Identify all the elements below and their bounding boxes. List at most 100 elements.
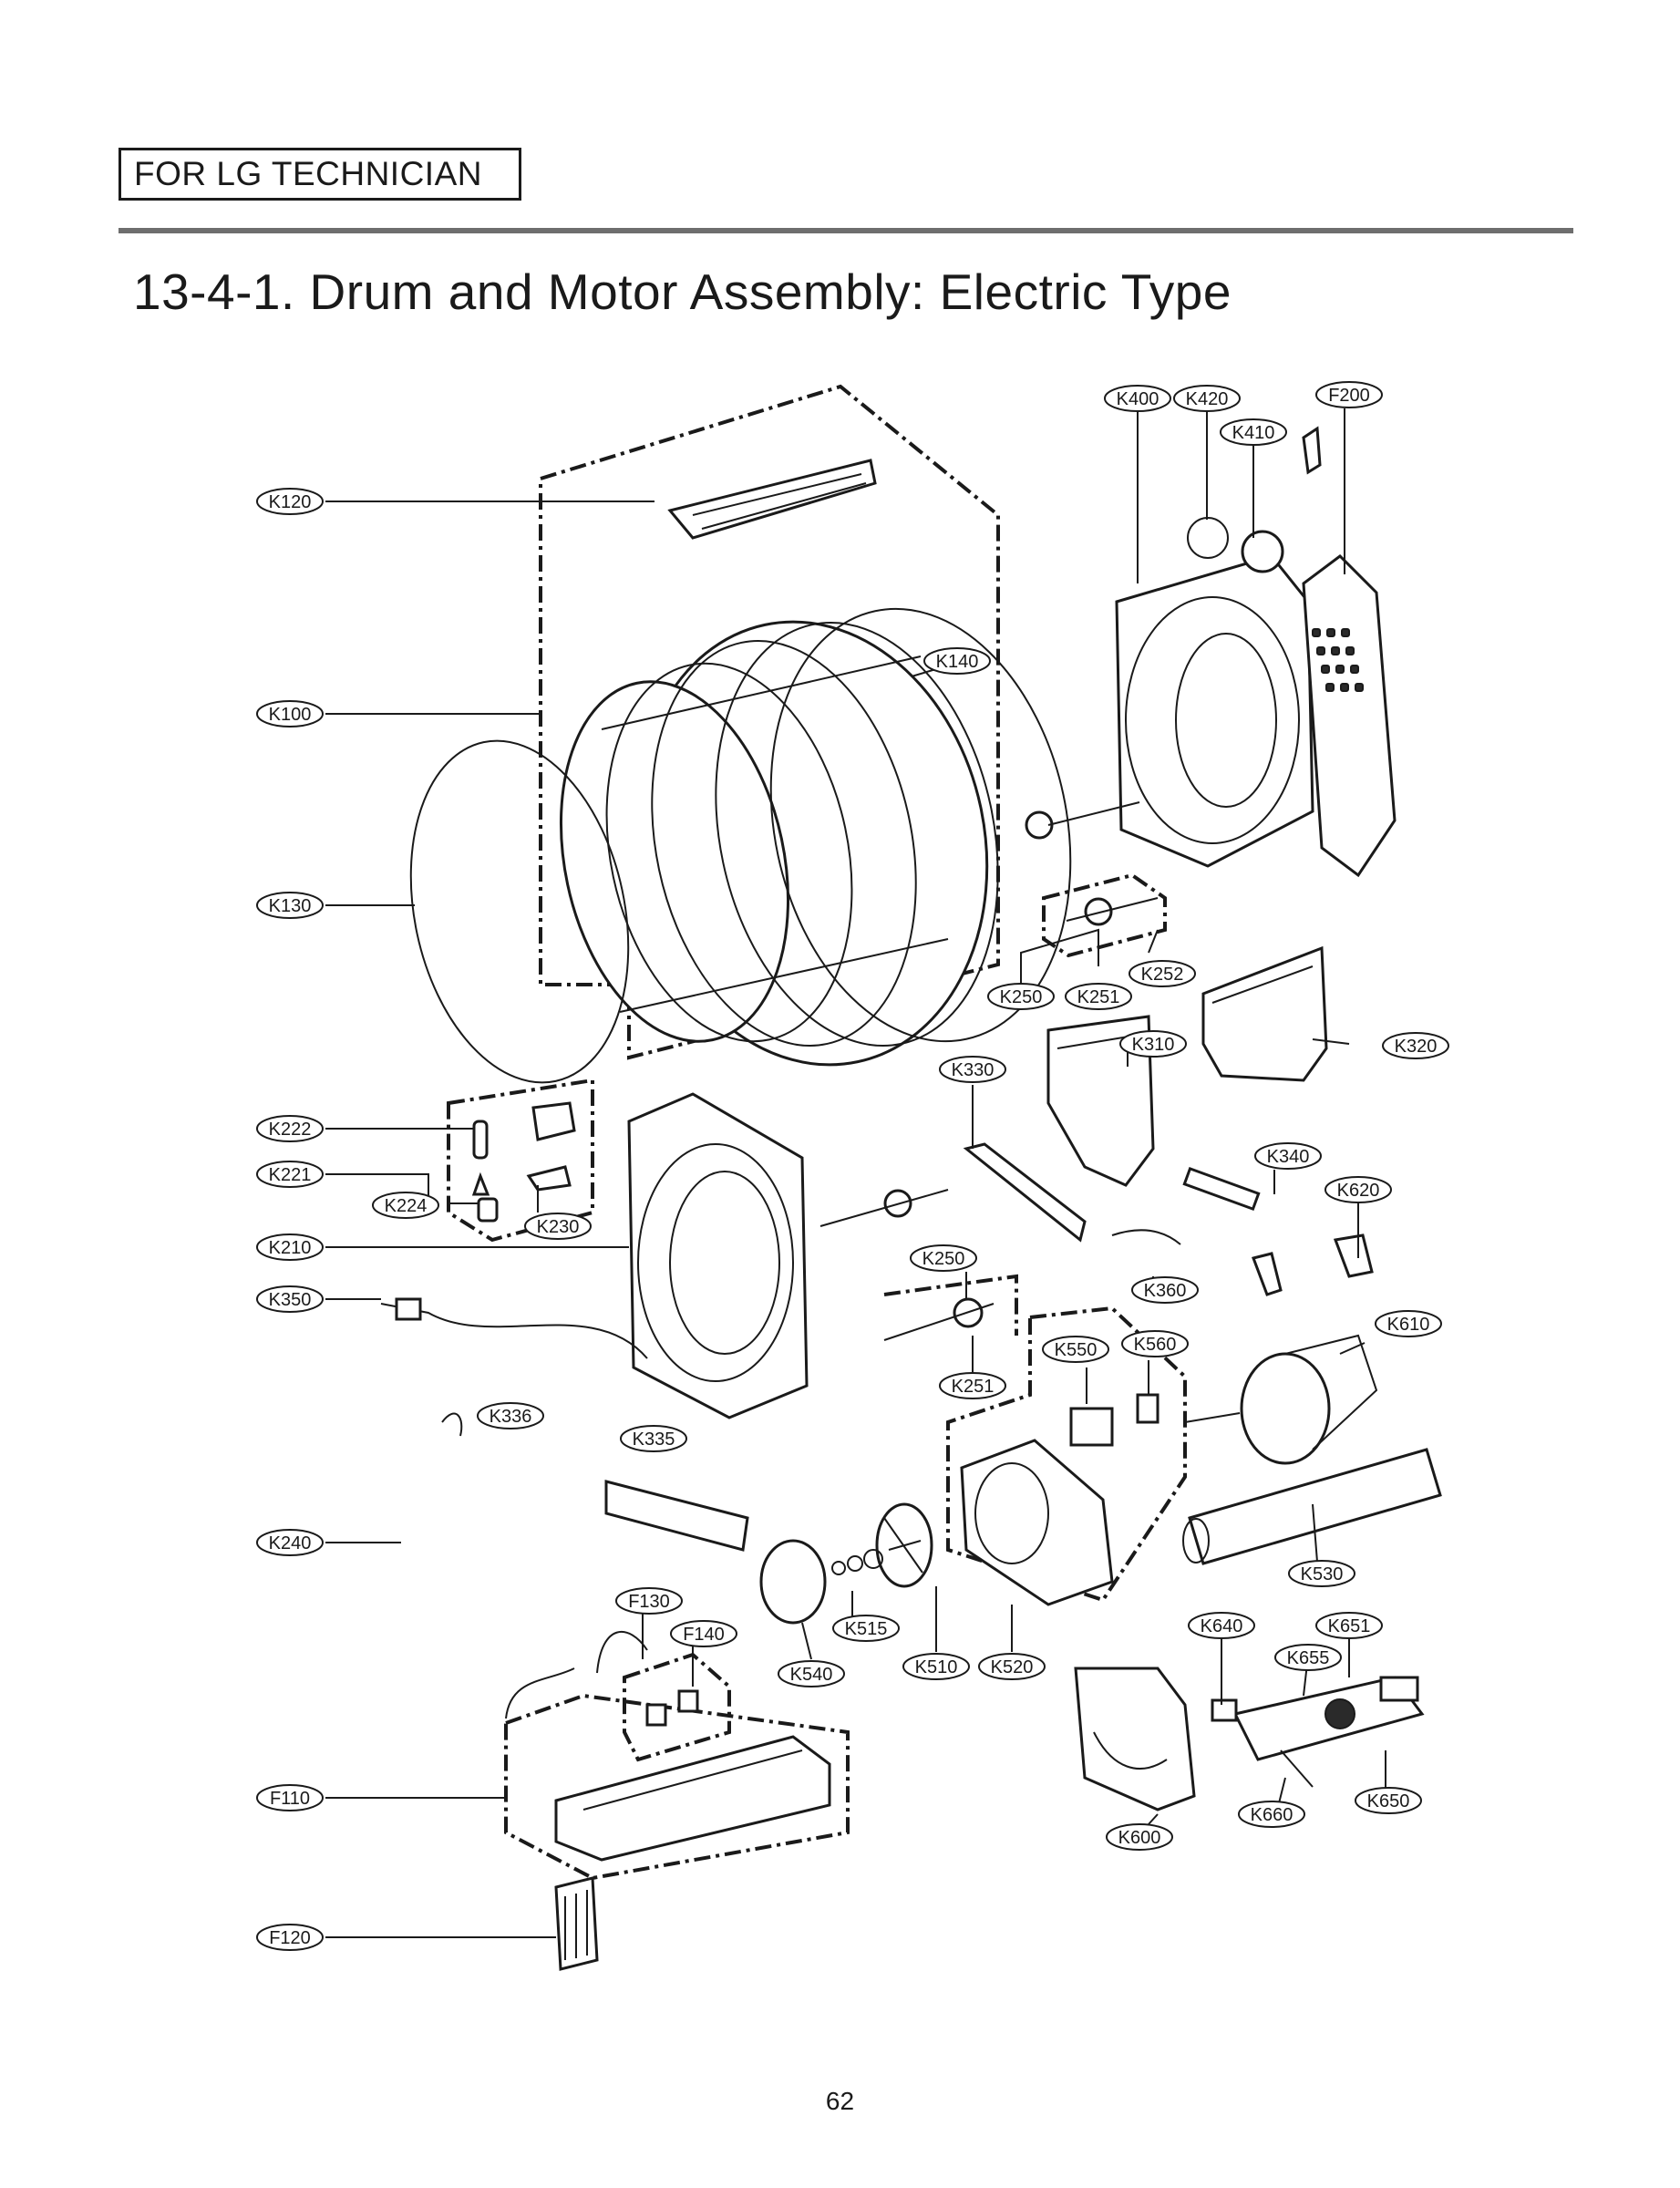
callout-k340: K340 bbox=[1254, 1142, 1322, 1170]
callout-k320: K320 bbox=[1382, 1032, 1449, 1059]
callout-k310: K310 bbox=[1119, 1030, 1187, 1058]
svg-text:K250: K250 bbox=[922, 1249, 965, 1269]
callout-k251b: K251 bbox=[939, 1372, 1006, 1399]
callout-f120: F120 bbox=[256, 1924, 324, 1951]
callout-k400: K400 bbox=[1104, 385, 1171, 412]
svg-text:K252: K252 bbox=[1141, 965, 1184, 985]
thermostat-b bbox=[677, 1689, 699, 1713]
callout-k350: K350 bbox=[256, 1285, 324, 1313]
filter-seal bbox=[1111, 1229, 1181, 1245]
svg-text:K350: K350 bbox=[269, 1290, 312, 1310]
motor-mount-base bbox=[1074, 1667, 1196, 1811]
page-number: 62 bbox=[825, 2087, 855, 2115]
callout-k140: K140 bbox=[923, 647, 991, 675]
drum-lifter bbox=[667, 459, 877, 540]
callout-k550: K550 bbox=[1042, 1336, 1109, 1363]
front-bulkhead bbox=[627, 1092, 809, 1419]
svg-text:K250: K250 bbox=[1000, 987, 1043, 1007]
svg-text:K510: K510 bbox=[915, 1657, 958, 1677]
svg-text:K120: K120 bbox=[269, 492, 312, 512]
svg-text:K100: K100 bbox=[269, 705, 312, 725]
blower-housing bbox=[960, 1439, 1114, 1606]
idler-shaft bbox=[819, 1189, 949, 1227]
callout-k230: K230 bbox=[524, 1213, 592, 1240]
svg-text:F130: F130 bbox=[628, 1592, 670, 1612]
drum-seal-ring bbox=[409, 739, 630, 1084]
blower-gasket bbox=[759, 1539, 827, 1625]
svg-text:K240: K240 bbox=[269, 1533, 312, 1553]
callout-k250a: K250 bbox=[987, 983, 1055, 1010]
duct-assembly bbox=[1302, 554, 1397, 878]
svg-text:K640: K640 bbox=[1201, 1616, 1243, 1636]
svg-text:K600: K600 bbox=[1118, 1828, 1161, 1848]
callout-k100: K100 bbox=[256, 700, 324, 728]
svg-text:K222: K222 bbox=[269, 1120, 312, 1140]
callout-k530: K530 bbox=[1288, 1560, 1355, 1587]
motor-clamp-left bbox=[1252, 1252, 1283, 1296]
callout-k240: K240 bbox=[256, 1529, 324, 1556]
door-switch bbox=[1069, 1407, 1114, 1447]
thermostat-group-outline bbox=[623, 1652, 731, 1762]
blower-wheel bbox=[875, 1502, 933, 1588]
svg-text:K560: K560 bbox=[1134, 1335, 1177, 1355]
heater-duct bbox=[554, 1735, 831, 1862]
clamp-ring bbox=[1187, 517, 1229, 559]
harness-connector bbox=[395, 1297, 422, 1321]
callout-k515: K515 bbox=[832, 1615, 900, 1642]
motor-shaft-tube bbox=[1182, 1448, 1442, 1565]
heater-wire-b bbox=[596, 1630, 648, 1674]
motor bbox=[1184, 1334, 1378, 1465]
callout-k250b: K250 bbox=[910, 1244, 977, 1272]
callout-k540: K540 bbox=[778, 1660, 845, 1687]
svg-text:K550: K550 bbox=[1055, 1340, 1098, 1360]
idler-spring bbox=[1280, 1749, 1314, 1788]
bulkhead-group-outline bbox=[883, 1274, 1018, 1336]
callout-k620: K620 bbox=[1324, 1176, 1392, 1203]
svg-text:K655: K655 bbox=[1287, 1648, 1330, 1668]
svg-text:K221: K221 bbox=[269, 1165, 312, 1185]
svg-text:K530: K530 bbox=[1301, 1564, 1344, 1584]
duct-baffle bbox=[604, 1480, 749, 1552]
callout-k120: K120 bbox=[256, 488, 324, 515]
callout-k221: K221 bbox=[256, 1161, 324, 1188]
svg-text:K520: K520 bbox=[991, 1657, 1034, 1677]
svg-text:K400: K400 bbox=[1117, 389, 1160, 409]
callout-k224: K224 bbox=[372, 1192, 439, 1219]
svg-text:K610: K610 bbox=[1387, 1315, 1430, 1335]
callout-k210: K210 bbox=[256, 1233, 324, 1261]
idler-pulley-assembly bbox=[1232, 1676, 1425, 1761]
svg-text:K420: K420 bbox=[1186, 389, 1229, 409]
bearing-bolt bbox=[1302, 426, 1322, 475]
svg-text:K650: K650 bbox=[1367, 1791, 1410, 1811]
callout-k510: K510 bbox=[902, 1653, 970, 1680]
lamp-assembly bbox=[471, 1101, 576, 1223]
svg-text:K515: K515 bbox=[845, 1619, 888, 1639]
exploded-parts-diagram: K400 K420 K410 F200 K120 K140 K100 K130 … bbox=[256, 381, 1449, 1971]
lamp-cover bbox=[526, 1165, 572, 1192]
callout-k640: K640 bbox=[1188, 1612, 1255, 1639]
callout-k650: K650 bbox=[1355, 1787, 1422, 1814]
blower-group-outline bbox=[946, 1306, 1187, 1603]
svg-text:K336: K336 bbox=[490, 1407, 532, 1427]
filter-gasket bbox=[1182, 1166, 1261, 1212]
thermostat-a bbox=[645, 1703, 667, 1727]
callout-k420: K420 bbox=[1173, 385, 1241, 412]
callout-k660: K660 bbox=[1238, 1801, 1305, 1828]
callout-f140: F140 bbox=[670, 1620, 737, 1647]
roller-set-b bbox=[883, 1297, 995, 1341]
svg-text:K330: K330 bbox=[952, 1060, 995, 1080]
page-title: 13-4-1. Drum and Motor Assembly: Electri… bbox=[133, 263, 1232, 320]
svg-text:F110: F110 bbox=[270, 1789, 310, 1809]
svg-text:K230: K230 bbox=[537, 1217, 580, 1237]
svg-text:K620: K620 bbox=[1337, 1181, 1380, 1201]
drum bbox=[559, 607, 1072, 1067]
sensor-bracket bbox=[1241, 530, 1284, 573]
callout-k251a: K251 bbox=[1065, 983, 1132, 1010]
filter-guide bbox=[1201, 945, 1328, 1082]
harness-clip bbox=[441, 1412, 463, 1437]
callout-k655: K655 bbox=[1274, 1644, 1342, 1671]
callout-k651: K651 bbox=[1315, 1612, 1383, 1639]
svg-text:F140: F140 bbox=[683, 1625, 725, 1645]
svg-text:K224: K224 bbox=[385, 1196, 428, 1216]
svg-text:K251: K251 bbox=[1077, 987, 1120, 1007]
